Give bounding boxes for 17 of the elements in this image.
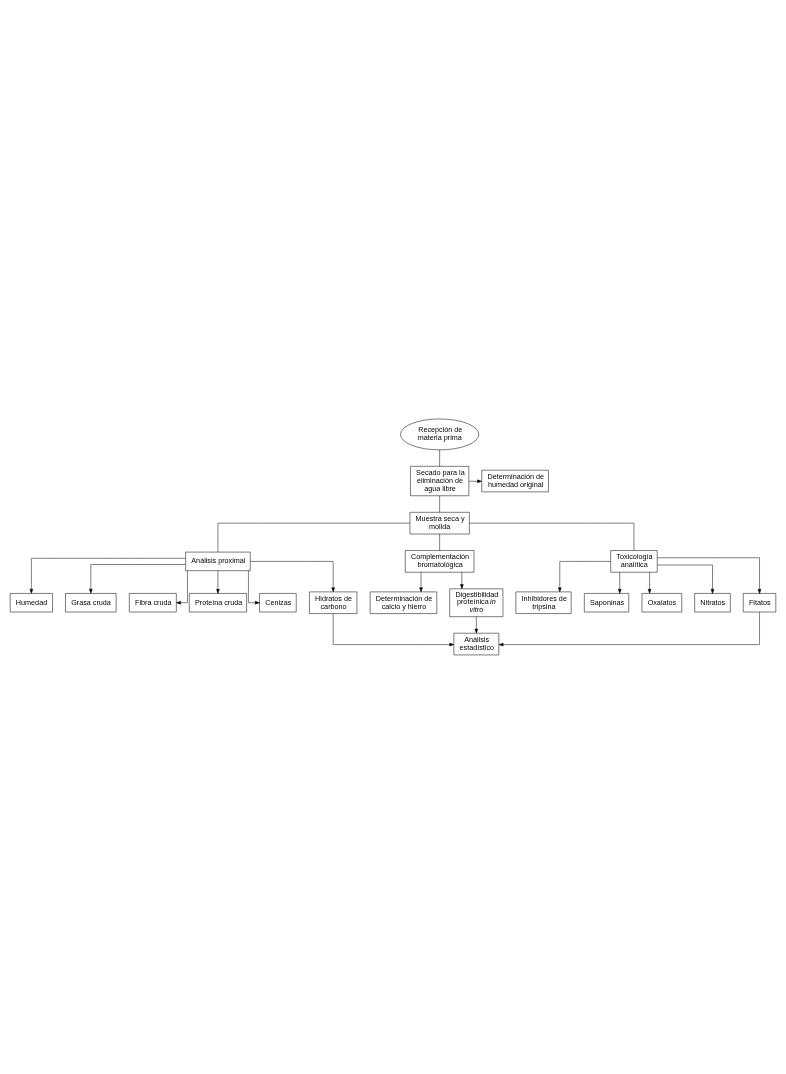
arrow	[248, 570, 260, 605]
arrow	[460, 572, 464, 589]
arrow	[419, 572, 423, 593]
arrow	[250, 561, 335, 593]
arrow	[618, 572, 622, 594]
arrow	[89, 564, 186, 594]
arrow	[647, 572, 652, 594]
arrow	[176, 570, 188, 605]
arrow	[657, 557, 762, 594]
arrow	[332, 613, 455, 647]
arrow	[474, 616, 479, 634]
arrow	[29, 558, 186, 594]
arrow	[468, 479, 482, 483]
arrow	[657, 564, 715, 594]
arrow	[216, 570, 220, 594]
arrow	[558, 561, 611, 593]
arrow	[498, 612, 760, 647]
